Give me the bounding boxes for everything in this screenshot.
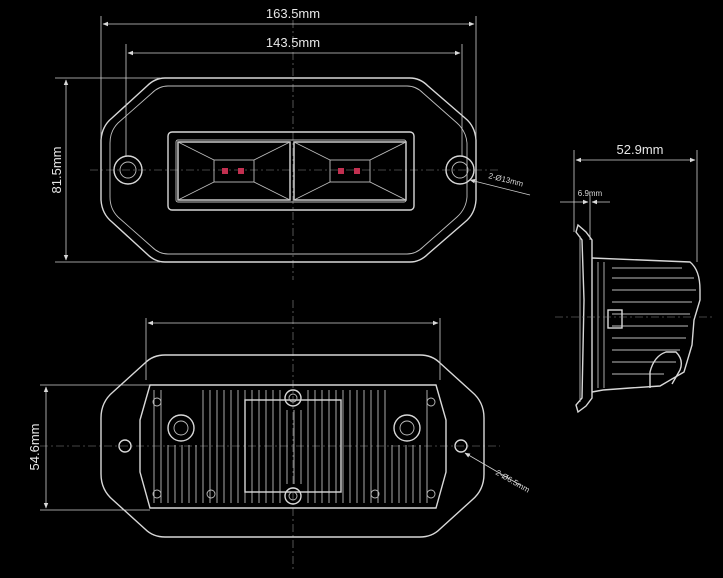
rear-mount-hole-left bbox=[118, 439, 132, 453]
rear-hole-label: 2-Ø6.5mm bbox=[494, 468, 532, 495]
rear-mount-hole-right bbox=[454, 439, 468, 453]
side-depth-label: 52.9mm bbox=[617, 142, 664, 157]
rear-hole-leader bbox=[464, 452, 521, 486]
rear-screw-corner-tl bbox=[152, 397, 162, 407]
front-housing-inner-edge bbox=[109, 85, 468, 255]
side-view: 52.9mm 6.9mm bbox=[555, 142, 712, 414]
rear-heatsink-fins bbox=[153, 390, 428, 503]
front-overall-width-label: 163.5mm bbox=[266, 6, 320, 21]
rear-screw-mid-l bbox=[206, 489, 216, 499]
rear-view: 54.6mm 2-Ø bbox=[27, 300, 532, 570]
rear-screw-top bbox=[284, 389, 302, 407]
rear-screw-corner-tr bbox=[426, 397, 436, 407]
rear-boss-left bbox=[167, 414, 195, 442]
rear-screw-mid-r bbox=[370, 489, 380, 499]
front-mount-hole-right bbox=[445, 155, 475, 185]
front-lens-width-label: 143.5mm bbox=[266, 35, 320, 50]
front-hole-leader bbox=[469, 179, 531, 196]
side-flange-profile bbox=[575, 223, 593, 414]
rear-height-label: 54.6mm bbox=[27, 424, 42, 471]
front-lens-inner bbox=[175, 139, 407, 203]
side-body-outline bbox=[591, 257, 701, 393]
rear-screw-corner-br bbox=[426, 489, 436, 499]
side-flange-label: 6.9mm bbox=[578, 189, 603, 198]
front-lens-frame bbox=[167, 131, 415, 211]
front-reflector-right bbox=[293, 141, 407, 201]
front-reflector-left bbox=[177, 141, 291, 201]
front-mount-hole-left bbox=[113, 155, 143, 185]
front-led-chip bbox=[354, 168, 360, 174]
front-led-chip bbox=[222, 168, 228, 174]
rear-flange-outline bbox=[100, 354, 485, 538]
front-height-label: 81.5mm bbox=[49, 147, 64, 194]
side-heatsink-fins bbox=[597, 262, 696, 388]
rear-heatsink-outline bbox=[139, 384, 447, 509]
front-view: 163.5mm 143.5mm 81.5mm 2-Ø13mm bbox=[49, 6, 531, 280]
front-housing-outline bbox=[100, 77, 477, 263]
rear-screw-bottom bbox=[284, 487, 302, 505]
front-led-chip bbox=[338, 168, 344, 174]
rear-boss-right bbox=[393, 414, 421, 442]
front-led-chip bbox=[238, 168, 244, 174]
rear-screw-corner-bl bbox=[152, 489, 162, 499]
